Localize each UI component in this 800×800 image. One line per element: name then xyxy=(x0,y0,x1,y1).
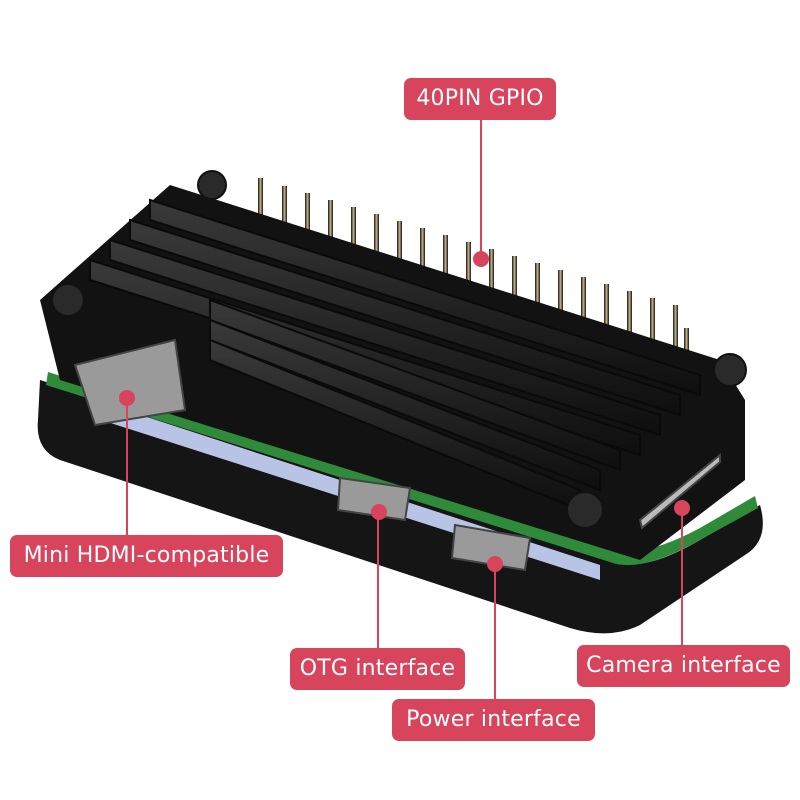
gpio-callout-dot xyxy=(473,251,489,267)
camera-connector xyxy=(638,452,721,530)
power-port xyxy=(450,523,532,572)
connectors xyxy=(73,338,721,572)
mini-hdmi-port xyxy=(73,338,187,427)
otg-callout-dot xyxy=(371,504,387,520)
power-callout-line xyxy=(494,564,496,699)
standoff-screws xyxy=(51,170,747,529)
camera-callout-label: Camera interface xyxy=(577,645,790,687)
hdmi-callout-label: Mini HDMI-compatible xyxy=(10,535,283,577)
otg-callout-line xyxy=(377,512,379,648)
camera-callout-dot xyxy=(674,500,690,516)
heatsink xyxy=(40,185,745,560)
hdmi-callout-dot xyxy=(119,390,135,406)
hdmi-callout-line xyxy=(126,398,128,535)
otg-callout-label: OTG interface xyxy=(290,648,465,690)
power-callout-dot xyxy=(487,556,503,572)
camera-callout-line xyxy=(681,508,683,645)
otg-port xyxy=(336,476,412,522)
gpio-callout-line xyxy=(480,118,482,258)
power-callout-label: Power interface xyxy=(392,699,595,741)
gpio-callout-label: 40PIN GPIO xyxy=(404,78,556,120)
